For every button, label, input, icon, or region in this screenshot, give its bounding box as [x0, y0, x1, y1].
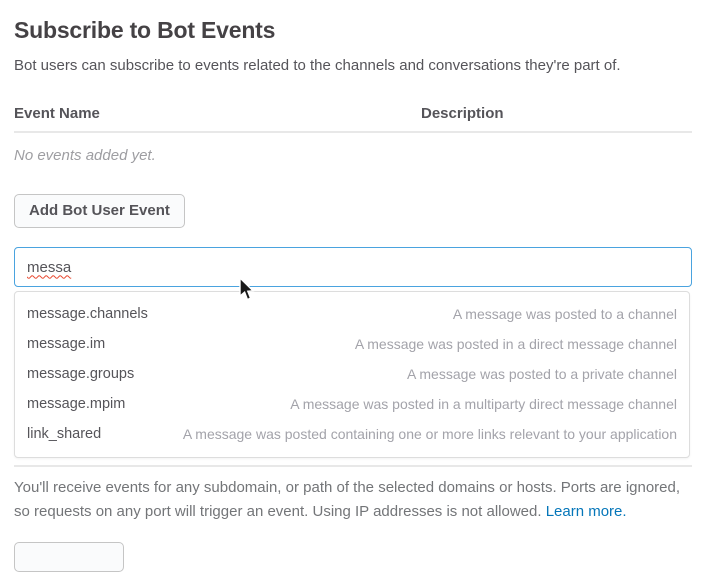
events-table-header: Event Name Description	[14, 105, 692, 122]
section-divider	[14, 465, 692, 467]
column-header-event-name: Event Name	[14, 105, 100, 122]
option-description: A message was posted to a channel	[452, 306, 677, 322]
option-name: message.im	[27, 336, 106, 352]
option-name: message.mpim	[27, 396, 126, 412]
page-content: Subscribe to Bot Events Bot users can su…	[0, 17, 711, 572]
event-search-input[interactable]: messa	[14, 247, 692, 287]
page-subtitle: Bot users can subscribe to events relate…	[14, 57, 621, 74]
autocomplete-option-message-im[interactable]: message.im A message was posted in a dir…	[15, 329, 689, 359]
event-autocomplete-menu: message.channels A message was posted to…	[14, 291, 690, 458]
clipped-bottom-button[interactable]	[14, 542, 124, 572]
autocomplete-option-message-mpim[interactable]: message.mpim A message was posted in a m…	[15, 389, 689, 419]
option-description: A message was posted to a private channe…	[406, 366, 677, 382]
page-title: Subscribe to Bot Events	[14, 17, 276, 43]
option-name: message.groups	[27, 366, 135, 382]
add-bot-user-event-button[interactable]: Add Bot User Event	[14, 194, 185, 228]
autocomplete-option-link-shared[interactable]: link_shared A message was posted contain…	[15, 419, 689, 449]
event-search-input-value: messa	[27, 258, 72, 276]
option-description: A message was posted containing one or m…	[182, 426, 677, 442]
option-name: message.channels	[27, 306, 148, 322]
table-header-divider	[14, 131, 692, 133]
option-description: A message was posted in a multiparty dir…	[290, 396, 677, 412]
autocomplete-option-message-groups[interactable]: message.groups A message was posted to a…	[15, 359, 689, 389]
option-description: A message was posted in a direct message…	[354, 336, 677, 352]
domains-help-text-body: You'll receive events for any subdomain,…	[14, 479, 681, 520]
column-header-description: Description	[421, 105, 504, 122]
autocomplete-option-message-channels[interactable]: message.channels A message was posted to…	[15, 299, 689, 329]
option-name: link_shared	[27, 426, 102, 442]
domains-help-text: You'll receive events for any subdomain,…	[14, 476, 692, 524]
learn-more-link[interactable]: Learn more.	[545, 503, 627, 520]
empty-state-message: No events added yet.	[14, 147, 156, 164]
